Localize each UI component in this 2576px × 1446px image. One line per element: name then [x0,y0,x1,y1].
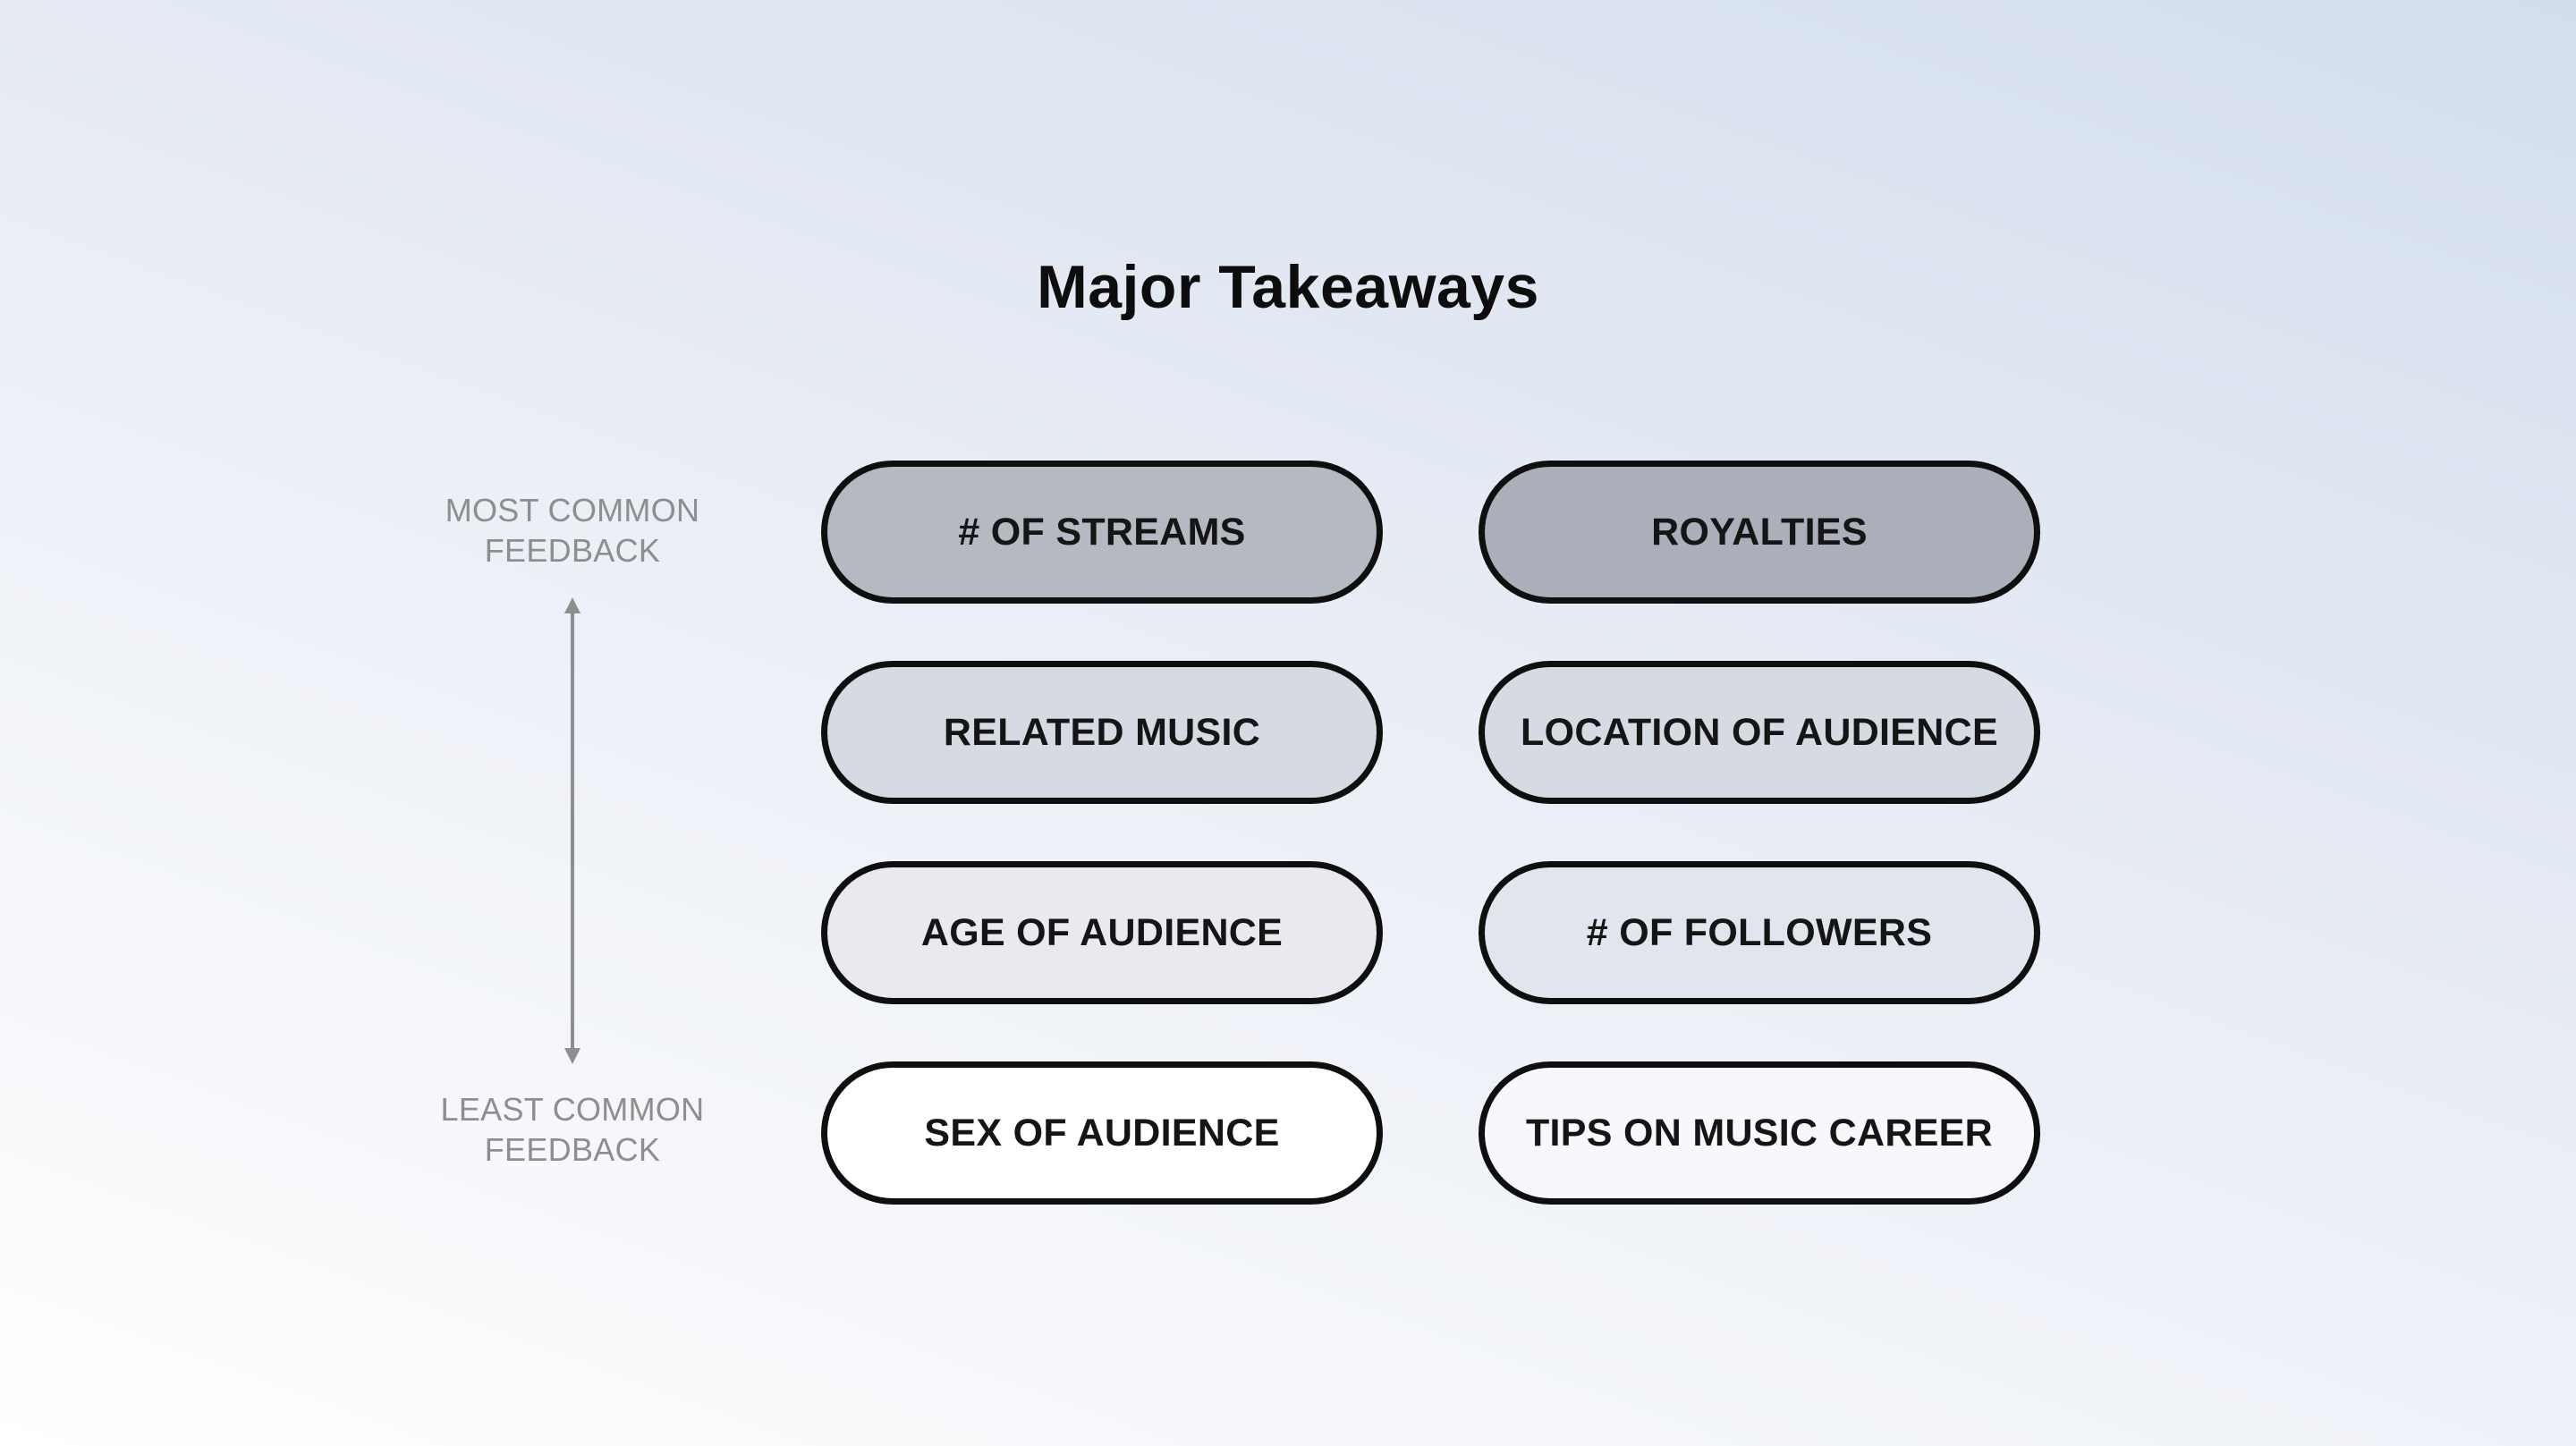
scale-label-most-common-line1: MOST COMMON [445,492,700,529]
takeaway-pill-label: ROYALTIES [1651,510,1868,554]
scale-label-least-common-line2: FEEDBACK [484,1131,661,1168]
takeaway-pill-label: LOCATION OF AUDIENCE [1521,710,1998,754]
scale-label-most-common: MOST COMMON FEEDBACK [394,490,751,571]
scale-label-most-common-line2: FEEDBACK [484,532,661,569]
takeaway-pill-label: RELATED MUSIC [943,710,1261,754]
takeaway-pill-label: AGE OF AUDIENCE [920,910,1284,954]
arrow-head-down [564,1048,580,1064]
takeaway-pill-location-of-audience: LOCATION OF AUDIENCE [1479,661,2040,804]
takeaway-pill-streams: # OF STREAMS [821,461,1383,604]
takeaway-pill-label: # OF STREAMS [958,510,1246,554]
arrow-head-up [564,597,580,613]
page-title: Major Takeaways [1037,253,1539,321]
takeaway-pill-label: # OF FOLLOWERS [1586,910,1933,954]
takeaway-pill-label: SEX OF AUDIENCE [924,1111,1280,1154]
takeaway-pill-royalties: ROYALTIES [1479,461,2040,604]
takeaway-pill-label: TIPS ON MUSIC CAREER [1525,1111,1994,1154]
scale-label-least-common-line1: LEAST COMMON [440,1091,705,1128]
scale-label-least-common: LEAST COMMON FEEDBACK [394,1089,751,1170]
takeaway-pill-related-music: RELATED MUSIC [821,661,1383,804]
takeaway-pill-sex-of-audience: SEX OF AUDIENCE [821,1061,1383,1205]
double-arrow-icon [564,597,580,1064]
takeaway-pill-tips-on-music-career: TIPS ON MUSIC CAREER [1479,1061,2040,1205]
takeaway-pill-age-of-audience: AGE OF AUDIENCE [821,861,1383,1004]
takeaway-pill-followers: # OF FOLLOWERS [1479,861,2040,1004]
